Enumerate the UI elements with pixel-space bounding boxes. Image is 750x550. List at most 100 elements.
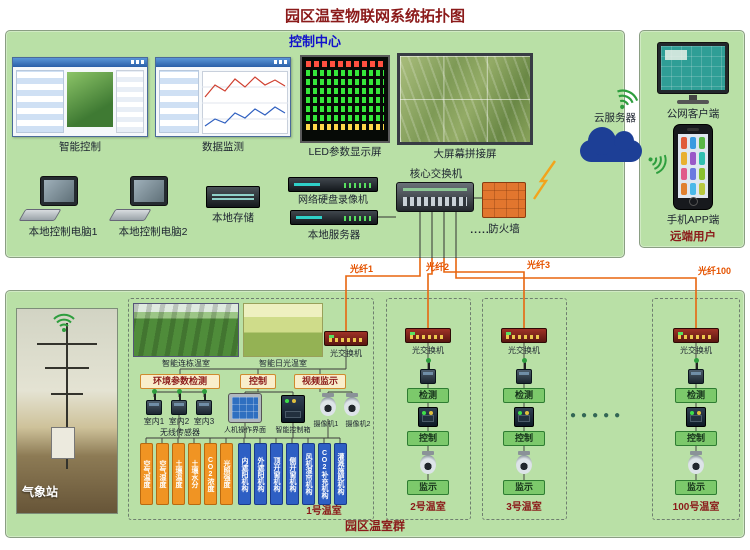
screen-label: 大屏幕拼接屏 xyxy=(433,148,497,160)
greenhouse1-box xyxy=(128,298,374,520)
device-label: 光交换机 xyxy=(508,346,540,355)
greenhouse-label: 2号温室 xyxy=(410,502,446,513)
env-detection-group: 环境参数检测 xyxy=(140,374,220,389)
fiber-label: 光纤100 xyxy=(698,266,732,276)
smartphone-icon xyxy=(673,124,713,210)
device-label: 本地服务器 xyxy=(307,229,361,241)
control-button: 控制 xyxy=(407,431,449,446)
actuator-tag: 顶开窗机构 xyxy=(270,443,283,505)
greenhouse-label: 3号温室 xyxy=(506,502,542,513)
greenhouse-group-title: 园区温室群 xyxy=(344,519,405,533)
detect-button: 检测 xyxy=(503,388,545,403)
desktop-computer-icon xyxy=(130,176,168,206)
led-row xyxy=(306,61,384,67)
app-icon xyxy=(690,152,696,165)
led-row xyxy=(306,97,384,103)
detect-button: 检测 xyxy=(407,388,449,403)
camera-label: 摄像机2 xyxy=(345,421,371,428)
led-row xyxy=(306,70,384,76)
control-group: 控制 xyxy=(240,374,276,389)
fiber-switch-icon xyxy=(673,328,719,343)
actuator-tag: 外遮阳机构 xyxy=(254,443,267,505)
led-row xyxy=(306,124,384,130)
app-icon xyxy=(699,137,705,150)
wireless-sensor-icon xyxy=(146,389,162,415)
device-label: 本地存储 xyxy=(212,212,254,224)
led-row xyxy=(306,106,384,112)
list-pane xyxy=(159,70,199,133)
data-monitor-screen xyxy=(155,57,291,137)
app-icon xyxy=(690,167,696,180)
desktop-computer-icon xyxy=(40,176,78,206)
control-box-icon xyxy=(514,407,534,427)
greenhouse-label: 100号温室 xyxy=(672,502,720,513)
control-box-icon xyxy=(686,407,706,427)
screen-label: LED参数显示屏 xyxy=(308,146,382,158)
cloud-label: 云服务器 xyxy=(594,112,636,124)
page-title: 园区温室物联网系统拓扑图 xyxy=(284,8,465,25)
nvr-device-icon xyxy=(288,177,378,192)
window-titlebar xyxy=(156,58,290,67)
actuator-tag: CO2补充机构 xyxy=(318,443,331,505)
sensor-tag: CO2浓度 xyxy=(204,443,217,505)
fiber-switch-icon xyxy=(324,331,368,346)
led-display-screen xyxy=(300,55,390,143)
fiber-label: 光纤3 xyxy=(527,260,551,270)
sensors-note: 无线传感器 xyxy=(160,428,200,437)
smart-control-screen xyxy=(12,57,148,137)
video-wall-screen xyxy=(397,53,533,145)
app-icon xyxy=(681,137,687,150)
wifi-signal-icon xyxy=(617,89,639,110)
plant-photo xyxy=(67,72,113,127)
wireless-sensor-icon xyxy=(420,358,436,384)
monitor-base xyxy=(677,100,709,104)
fiber-switch-icon xyxy=(405,328,451,343)
control-button: 控制 xyxy=(675,431,717,446)
app-icon xyxy=(681,152,687,165)
camera-icon xyxy=(319,393,337,419)
weather-station-photo xyxy=(16,308,118,514)
device-label: 网络硬盘录像机 xyxy=(298,195,368,206)
chart-thumbnail xyxy=(202,71,288,134)
device-label: 核心交换机 xyxy=(409,168,463,180)
ellipsis-dots: ●●●●● xyxy=(570,410,626,421)
cloud-server-icon xyxy=(580,127,642,162)
detect-button: 检测 xyxy=(675,388,717,403)
detail-pane xyxy=(116,70,144,133)
camera-icon xyxy=(687,451,705,477)
remote-user-title: 远端用户 xyxy=(670,231,716,243)
monitor-button: 监示 xyxy=(407,480,449,495)
actuator-tag: 风机湿帘机构 xyxy=(302,443,315,505)
screen-label: 智能控制 xyxy=(59,141,101,153)
actuator-tag: 内遮阳机构 xyxy=(238,443,251,505)
photo-label: 智能连栋温室 xyxy=(162,359,210,368)
sensor-tag: 土壤温度 xyxy=(172,443,185,505)
monitor-button: 监示 xyxy=(503,480,545,495)
ellipsis-dots: ...... xyxy=(470,224,494,236)
equipment-cabinet xyxy=(51,427,75,459)
sensor-arm xyxy=(37,343,97,345)
app-icon xyxy=(699,167,705,180)
device-label: 本地控制电脑2 xyxy=(118,226,188,238)
control-box-icon xyxy=(418,407,438,427)
camera-label: 摄像机1 xyxy=(313,421,339,428)
control-box-icon xyxy=(281,395,305,423)
device-label: 光交换机 xyxy=(412,346,444,355)
device-label: 手机APP端 xyxy=(666,214,720,226)
device-label: 人机操作界面 xyxy=(224,427,266,434)
device-label: 光交换机 xyxy=(680,346,712,355)
wifi-signal-icon xyxy=(53,313,75,332)
sensor-tag: 空气湿度 xyxy=(156,443,169,505)
device-label: 公网客户端 xyxy=(666,108,720,120)
led-row xyxy=(306,115,384,121)
app-icon xyxy=(690,182,696,195)
wireless-sensor-icon xyxy=(516,358,532,384)
greenhouse-label: 1号温室 xyxy=(306,506,342,517)
fiber-switch-icon xyxy=(501,328,547,343)
photo-label: 智能日光温室 xyxy=(259,359,307,368)
wireless-sensor-icon xyxy=(688,358,704,384)
weather-mast xyxy=(66,323,68,469)
app-icon xyxy=(699,182,705,195)
keyboard-icon xyxy=(18,209,62,221)
app-icon xyxy=(690,137,696,150)
